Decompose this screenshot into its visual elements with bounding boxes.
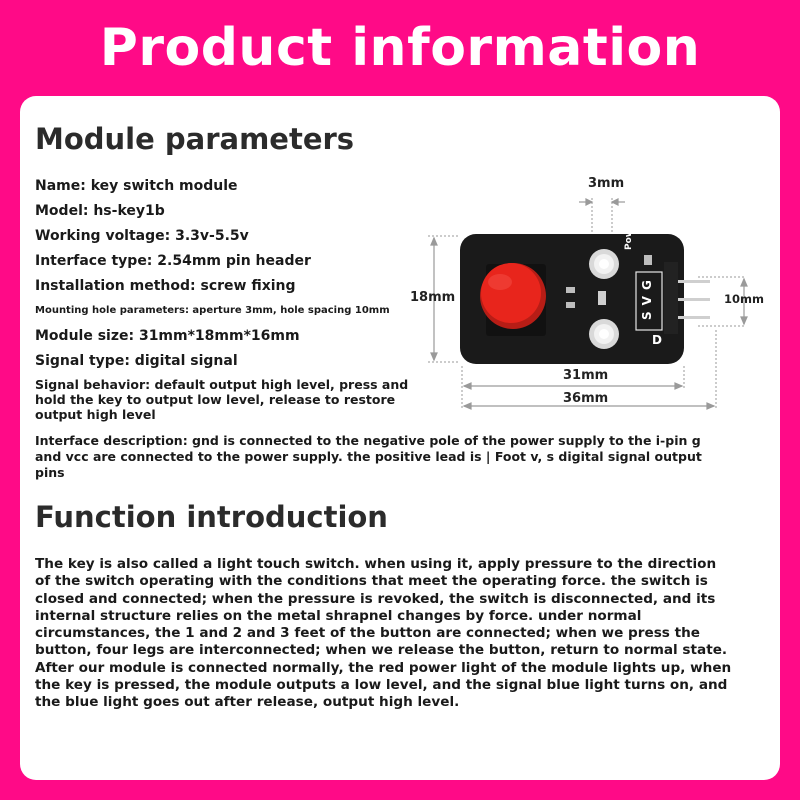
silk-pin-labels: SVG: [640, 274, 654, 320]
page-title: Product information: [99, 18, 701, 78]
param-model: Model: hs-key1b: [35, 203, 165, 219]
led-component: [598, 291, 606, 305]
param-name: Name: key switch module: [35, 178, 238, 194]
function-introduction-heading: Function introduction: [35, 500, 388, 534]
param-installation: Installation method: screw fixing: [35, 278, 296, 294]
mounting-hole-top: [589, 249, 619, 279]
pin-label-s: S: [640, 305, 654, 320]
dim-width-total-label: 36mm: [563, 391, 609, 406]
silk-power-label: Power: [624, 218, 634, 250]
param-size: Module size: 31mm*18mm*16mm: [35, 328, 300, 344]
silk-d-label: D: [652, 333, 662, 347]
module-parameters-heading: Module parameters: [35, 122, 355, 156]
red-button: [480, 263, 546, 336]
param-interface-type: Interface type: 2.54mm pin header: [35, 253, 311, 269]
mounting-hole-bottom: [589, 319, 619, 349]
interface-description: Interface description: gnd is connected …: [35, 433, 702, 480]
dimension-arrows: [430, 198, 748, 410]
pin-header: [664, 262, 710, 334]
param-signal-type: Signal type: digital signal: [35, 353, 238, 369]
param-voltage: Working voltage: 3.3v-5.5v: [35, 228, 249, 244]
pin-label-g: G: [640, 274, 654, 291]
param-signal-behavior: Signal behavior: default output high lev…: [35, 377, 409, 422]
content-card: [20, 96, 780, 780]
dim-hole-label: 3mm: [588, 176, 625, 191]
dim-pin-spacing-label: 10mm: [724, 292, 764, 306]
function-introduction-body: The key is also called a light touch swi…: [35, 556, 732, 711]
dim-height-label: 18mm: [410, 290, 456, 305]
pin-label-v: V: [640, 290, 654, 306]
param-mounting-holes: Mounting hole parameters: aperture 3mm, …: [35, 305, 390, 316]
dim-width-pcb-label: 31mm: [563, 368, 609, 383]
